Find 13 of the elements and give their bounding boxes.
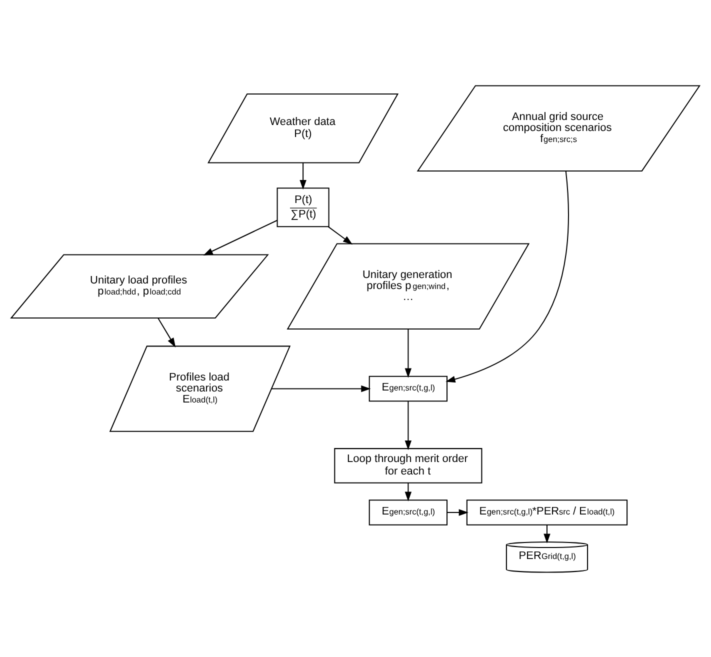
arrow [300, 162, 306, 190]
arrow [447, 508, 468, 516]
node-box: Loop through merit order for each t [334, 448, 482, 483]
arrow [158, 317, 176, 347]
arrow [404, 400, 412, 450]
arrow [446, 170, 569, 382]
node-box: P(t) ∑P(t) [276, 187, 330, 227]
arrow [328, 226, 353, 244]
arrow [404, 328, 412, 378]
arrow [203, 219, 278, 255]
arrow [272, 384, 371, 392]
arrow [404, 482, 412, 501]
arrow [544, 524, 550, 543]
